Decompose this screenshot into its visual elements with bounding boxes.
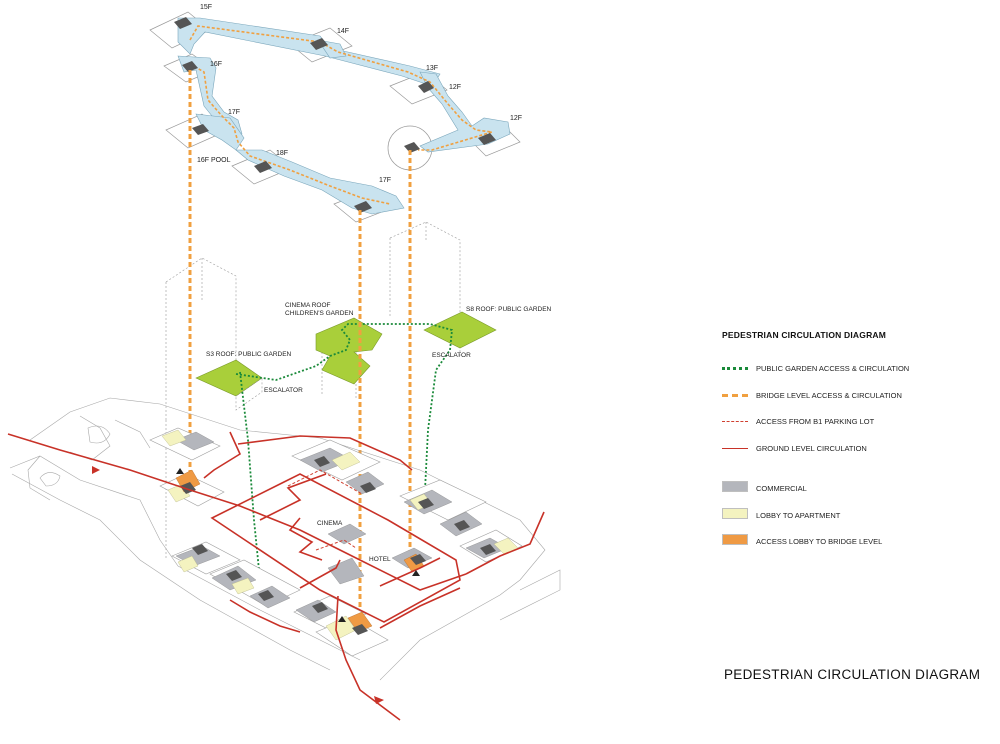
- roof-label-s8: S8 ROOF: PUBLIC GARDEN: [466, 306, 552, 313]
- legend-row-bridge: BRIDGE LEVEL ACCESS & CIRCULATION: [722, 391, 992, 418]
- legend-label-access-lobby: ACCESS LOBBY TO BRIDGE LEVEL: [756, 537, 883, 546]
- escalator-label-right: ESCALATOR: [432, 352, 471, 359]
- floor-label-17f-a: 17F: [228, 109, 240, 116]
- site-label-cinema: CINEMA: [317, 520, 343, 527]
- roof-garden-level: CINEMA ROOF CHILDREN'S GARDEN S8 ROOF: P…: [195, 302, 552, 581]
- bridge-route-line: [189, 25, 493, 151]
- legend-label-lobby: LOBBY TO APARTMENT: [756, 510, 841, 520]
- legend-swatch-bridge: [722, 393, 748, 397]
- floor-label-18f: 18F: [276, 150, 288, 157]
- legend-swatch-ground: [722, 447, 748, 449]
- legend-swatch-lobby: [722, 507, 748, 519]
- bridge-route-line-west: [189, 63, 391, 205]
- floor-label-12f-a: 12F: [449, 84, 461, 91]
- cinema-roof-garden: [315, 317, 383, 385]
- s8-roof-garden: [423, 311, 497, 349]
- ground-site: CINEMA HOTEL: [7, 397, 561, 721]
- legend-row-lobby: LOBBY TO APARTMENT: [722, 507, 992, 538]
- floor-label-pool: 16F POOL: [197, 157, 231, 164]
- floor-label-14f: 14F: [337, 28, 349, 35]
- floor-label-15f: 15F: [200, 4, 212, 11]
- roof-label-cinema-2: CHILDREN'S GARDEN: [285, 310, 354, 317]
- floor-label-12f-b: 12F: [510, 115, 522, 122]
- legend-label-ground: GROUND LEVEL CIRCULATION: [756, 443, 867, 453]
- legend-label-bridge: BRIDGE LEVEL ACCESS & CIRCULATION: [756, 390, 902, 400]
- legend-row-access-lobby: ACCESS LOBBY TO BRIDGE LEVEL: [722, 534, 992, 564]
- legend-swatch-b1: [722, 421, 748, 422]
- escalator-label-left: ESCALATOR: [264, 387, 303, 394]
- legend-swatch-garden: [722, 367, 748, 370]
- legend-swatch-commercial: [722, 481, 748, 492]
- legend-label-garden: PUBLIC GARDEN ACCESS & CIRCULATION: [756, 364, 910, 373]
- roof-label-s3: S3 ROOF: PUBLIC GARDEN: [206, 351, 292, 358]
- legend-row-ground: GROUND LEVEL CIRCULATION: [722, 444, 992, 471]
- legend-row-commercial: COMMERCIAL: [722, 481, 992, 511]
- s3-roof-garden: [195, 359, 263, 397]
- garden-route-line: [235, 323, 453, 511]
- legend-swatch-access-lobby: [722, 534, 748, 545]
- bridge-level: 15F 14F 13F 12F 12F 16F 17F 16F POOL 18F…: [149, 4, 522, 223]
- legend-row-garden: PUBLIC GARDEN ACCESS & CIRCULATION: [722, 364, 992, 391]
- legend: PEDESTRIAN CIRCULATION DIAGRAM PUBLIC GA…: [722, 330, 992, 564]
- legend-label-b1: ACCESS FROM B1 PARKING LOT: [756, 417, 875, 426]
- diagram-title: PEDESTRIAN CIRCULATION DIAGRAM: [724, 667, 981, 682]
- legend-row-b1: ACCESS FROM B1 PARKING LOT: [722, 417, 992, 444]
- floor-label-17f-b: 17F: [379, 177, 391, 184]
- floor-label-16f: 16F: [210, 61, 222, 68]
- roof-label-cinema-1: CINEMA ROOF: [285, 302, 331, 309]
- garden-route-line-west: [239, 371, 261, 581]
- legend-label-commercial: COMMERCIAL: [756, 484, 807, 493]
- floor-label-13f: 13F: [426, 65, 438, 72]
- legend-title: PEDESTRIAN CIRCULATION DIAGRAM: [722, 330, 887, 340]
- site-label-hotel: HOTEL: [369, 556, 391, 563]
